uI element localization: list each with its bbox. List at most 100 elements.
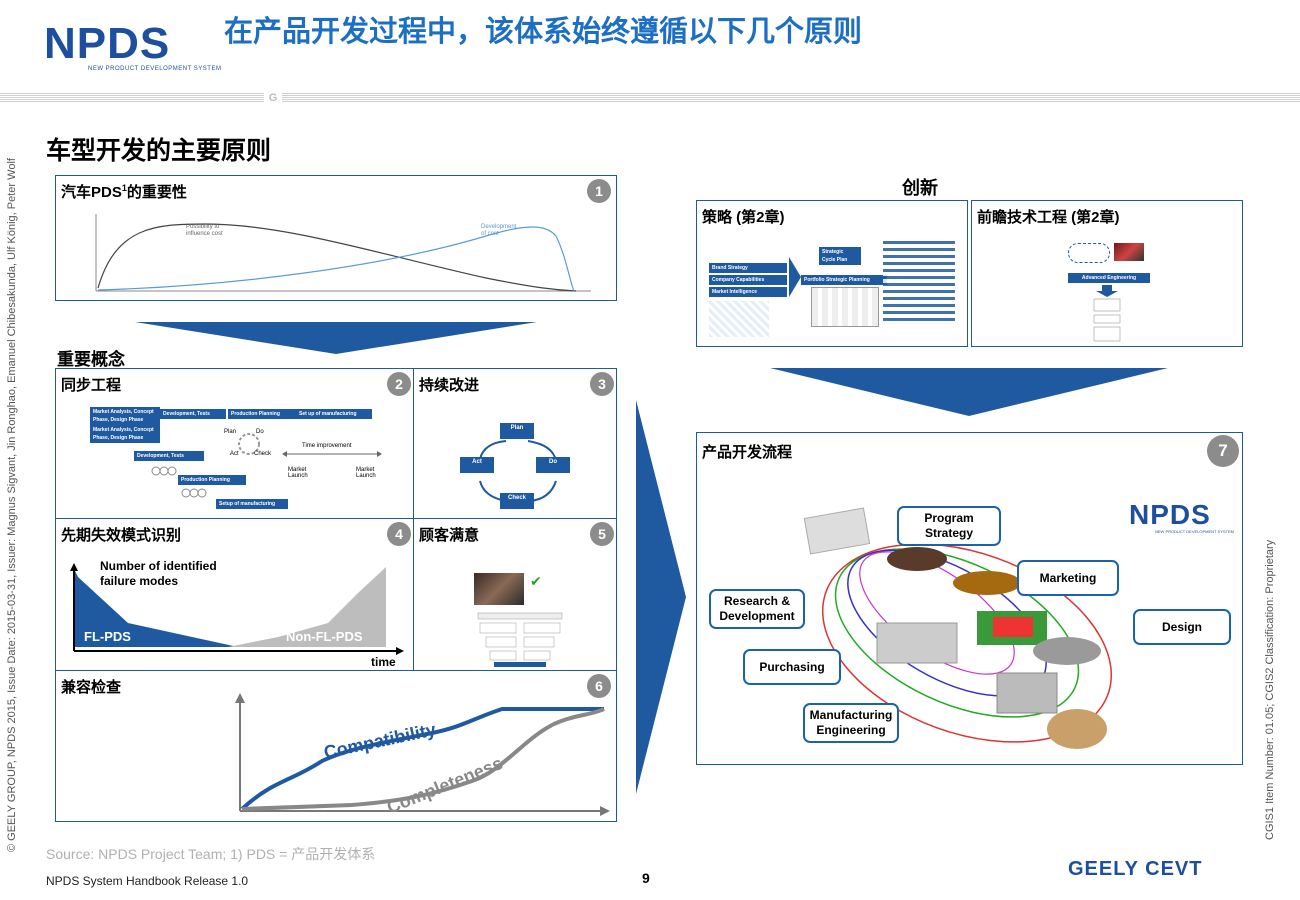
page-number: 9 — [642, 870, 650, 886]
customer-photo — [474, 573, 524, 605]
advanced-engineering-panel: 前瞻技术工程 (第2章) Advanced Engineering — [971, 200, 1243, 347]
svg-text:of cost: of cost — [481, 231, 499, 237]
geely-cevt-logo: GEELY CEVT — [1068, 858, 1203, 880]
strategy-table — [883, 241, 955, 321]
satisfaction-title: 顾客满意 — [419, 527, 480, 544]
svg-text:influence cost: influence cost — [186, 231, 223, 237]
marketing-bubble: Marketing — [1017, 560, 1119, 596]
npds-logo: NPDS — [44, 19, 171, 68]
innovation-label: 创新 — [902, 178, 938, 198]
pdca-mini-cycle — [238, 433, 260, 455]
classification-vertical: CGIS1 Item Number: 01.05; CGIS2 Classifi… — [1264, 539, 1276, 840]
market-launch-2: Market Launch — [356, 467, 376, 479]
badge-6: 6 — [587, 674, 611, 698]
chip-market-analysis: Market Analysis, Concept Phase, Design P… — [90, 407, 160, 425]
pdca-check-label: Check — [254, 451, 272, 457]
concurrent-engineering-panel: 同步工程 2 Market Analysis, Concept Phase, D… — [55, 368, 414, 519]
program-strategy-bubble: Program Strategy — [897, 506, 1001, 546]
key-concepts-label: 重要概念 — [57, 350, 125, 369]
process-npds-subtitle: NEW PRODUCT DEVELOPMENT SYSTEM — [1155, 529, 1234, 534]
design-bubble: Design — [1133, 609, 1231, 645]
chip-stair-3: Production Planning — [178, 475, 246, 485]
npds-logo-subtitle: NEW PRODUCT DEVELOPMENT SYSTEM — [88, 66, 222, 72]
check-icon: ✔ — [530, 573, 542, 589]
chip-development: Development, Tests — [160, 409, 226, 419]
separator-g-mark: G — [264, 91, 282, 105]
time-axis-label: time — [371, 655, 396, 669]
fmea-chart — [70, 563, 404, 655]
badge-4: 4 — [387, 522, 411, 546]
process-illustration — [803, 507, 1113, 749]
section-subtitle: 车型开发的主要原则 — [46, 137, 272, 165]
advanced-engineering-chip: Advanced Engineering — [1068, 273, 1150, 283]
pdca-act-label: Act — [230, 451, 239, 457]
strategy-matrix — [811, 287, 879, 327]
strategy-title: 策略 (第2章) — [702, 209, 785, 226]
strategy-arrow-icon — [789, 257, 801, 297]
badge-3: 3 — [590, 372, 614, 396]
page-title: 在产品开发过程中，该体系始终遵循以下几个原则 — [224, 16, 863, 48]
strategic-cycle-chip: Strategic Cycle Plan — [819, 247, 861, 265]
svg-text:Development: Development — [481, 224, 517, 230]
fl-pds-label: FL-PDS — [84, 629, 131, 644]
manufacturing-bubble: Manufacturing Engineering — [803, 703, 899, 743]
source-note: Source: NPDS Project Team; 1) PDS = 产品开发… — [46, 846, 376, 862]
compatibility-panel: 兼容检查 6 Compatibility Completeness — [55, 670, 617, 822]
strategy-sketch — [709, 301, 769, 337]
cost-curve-chart: Possibility to influence cost Developmen… — [95, 214, 591, 292]
development-process-panel: 产品开发流程 7 NPDS NEW PRODUCT DEVELOPMENT SY… — [696, 432, 1243, 765]
time-improvement-label: Time improvement — [302, 443, 352, 449]
advanced-flow — [1093, 285, 1121, 342]
down-arrow-right — [770, 368, 1168, 416]
chip-stair-1: Market Analysis, Concept Phase, Design P… — [90, 425, 160, 443]
compat-chart — [235, 693, 610, 816]
pdca-act-box: Act — [460, 457, 494, 473]
pdca-plan-box: Plan — [500, 423, 534, 439]
compat-title: 兼容检查 — [61, 679, 122, 696]
research-development-bubble: Research & Development — [709, 589, 805, 629]
continuous-title: 持续改进 — [419, 377, 480, 394]
concurrent-title: 同步工程 — [61, 377, 122, 394]
process-npds-logo: NPDS — [1129, 499, 1211, 530]
chip-stair-4: Setup of manufacturing — [216, 499, 288, 509]
pdca-plan-label: Plan — [224, 429, 237, 435]
satisfaction-funnel — [477, 612, 563, 667]
market-launch-1: Market Launch — [288, 467, 308, 479]
fmea-title: 先期失效模式识别 — [61, 527, 182, 544]
importance-panel: 汽车PDS1的重要性 1 Possibility to influence co… — [55, 175, 617, 301]
svg-text:Possibility to: Possibility to — [186, 224, 220, 230]
pdca-do-label: Do — [256, 429, 264, 435]
brand-strategy-chip: Brand Strategy — [709, 263, 787, 273]
chip-stair-2: Development, Tests — [134, 451, 204, 461]
time-improvement-arrow — [282, 451, 382, 457]
company-capabilities-chip: Company Capabilities — [709, 275, 787, 285]
handbook-release: NPDS System Handbook Release 1.0 — [46, 874, 249, 888]
badge-1: 1 — [587, 179, 611, 203]
header-separator — [0, 93, 1300, 103]
pdca-check-box: Check — [500, 493, 534, 509]
advanced-photo — [1114, 243, 1144, 261]
advanced-cloud — [1068, 243, 1110, 263]
down-arrow-left — [135, 322, 537, 354]
portfolio-chip: Portfolio Strategic Planning — [801, 275, 887, 285]
purchasing-bubble: Purchasing — [743, 649, 841, 685]
badge-7: 7 — [1207, 435, 1239, 467]
advanced-title: 前瞻技术工程 (第2章) — [977, 209, 1120, 226]
importance-title: 汽车PDS1的重要性 — [61, 183, 187, 201]
chip-setup: Set up of manufacturing — [296, 409, 372, 419]
market-intelligence-chip: Market Intelligence — [709, 287, 787, 297]
badge-2: 2 — [387, 372, 411, 396]
copyright-vertical: © GEELY GROUP, NPDS 2015, Issue Date: 20… — [6, 158, 18, 852]
customer-satisfaction-panel: 顾客满意 5 ✔ — [413, 518, 617, 671]
continuous-improvement-panel: 持续改进 3 Plan Do Check Act — [413, 368, 617, 519]
right-arrow — [636, 400, 686, 794]
pdca-do-box: Do — [536, 457, 570, 473]
strategy-panel: 策略 (第2章) Brand Strategy Company Capabili… — [696, 200, 968, 347]
process-title: 产品开发流程 — [702, 444, 793, 461]
chip-production-planning: Production Planning — [228, 409, 296, 419]
gear-chain-icons — [151, 466, 207, 498]
badge-5: 5 — [590, 522, 614, 546]
non-fl-pds-label: Non-FL-PDS — [286, 629, 363, 644]
